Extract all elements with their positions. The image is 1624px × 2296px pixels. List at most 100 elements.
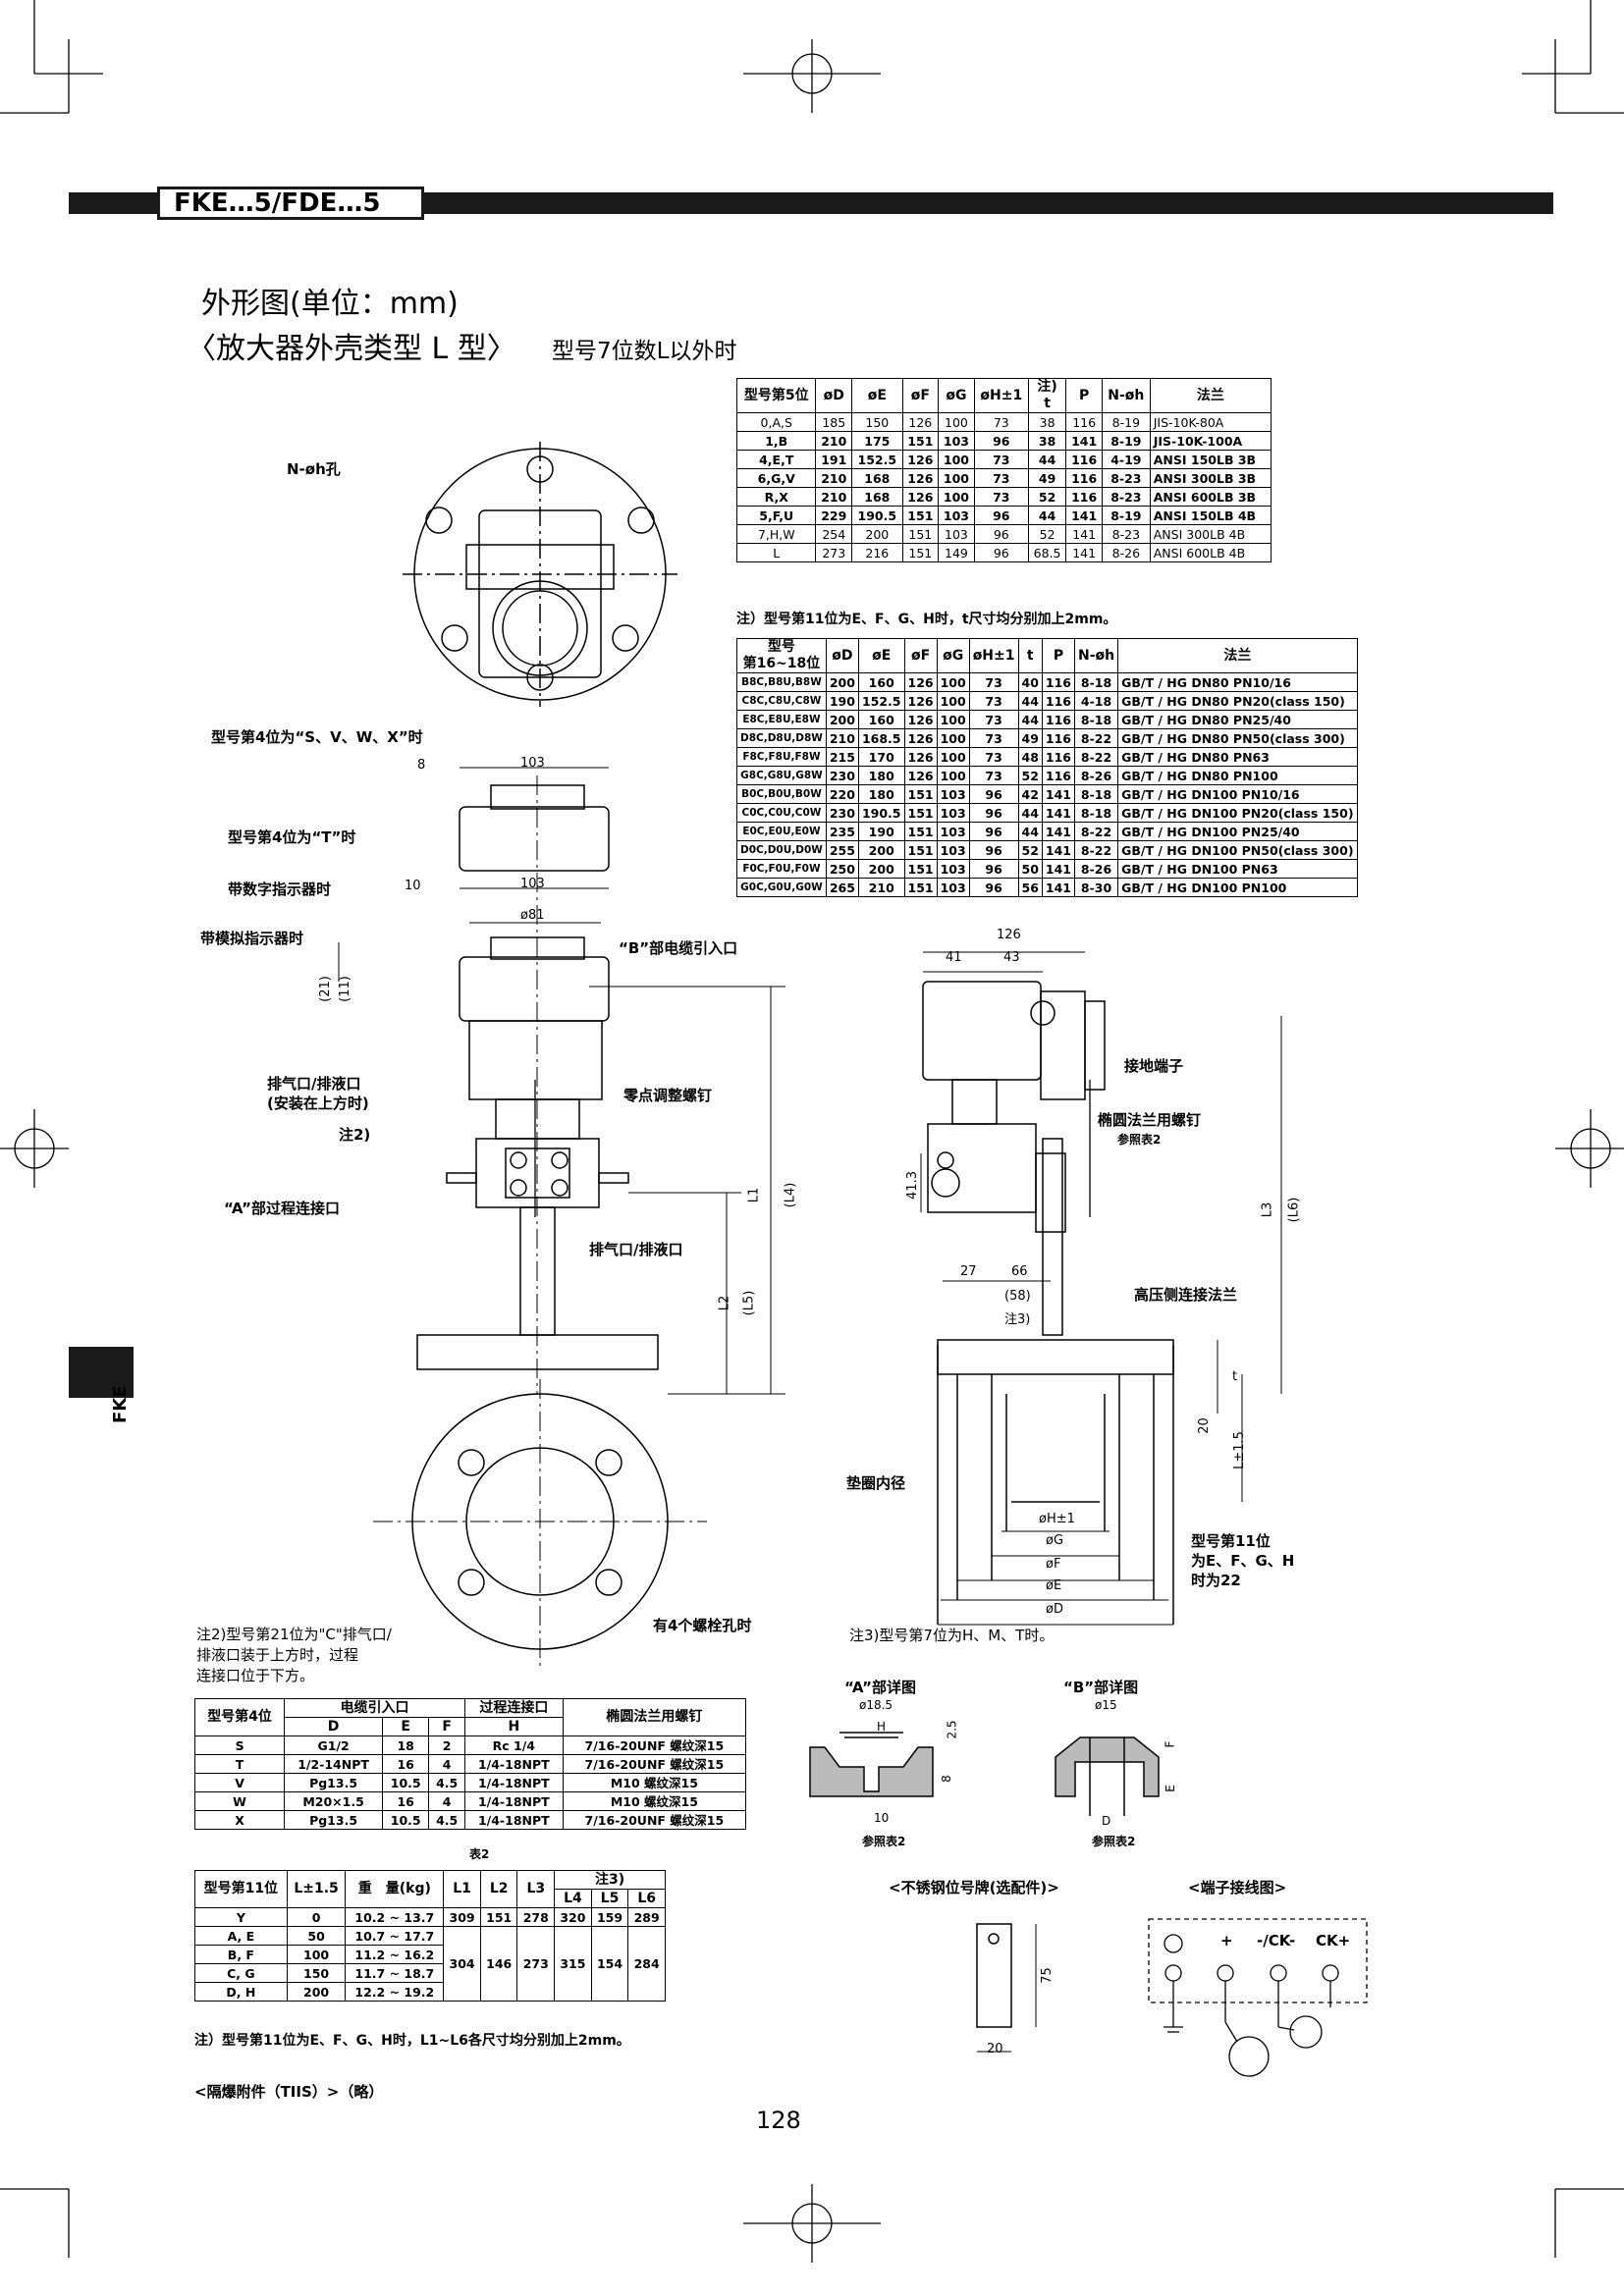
t4-cell: A, E — [194, 1926, 288, 1946]
oval-flange-label: 椭圆法兰用螺钉 — [1098, 1111, 1202, 1129]
vent-label-2: 排气口/排液口 — [589, 1241, 683, 1258]
t1-cell: 116 — [1065, 450, 1103, 469]
t2-cell: B0C,B0U,B0W — [736, 784, 827, 804]
ground-label: 接地端子 — [1124, 1057, 1184, 1075]
nh-hole-label: N-øh孔 — [287, 460, 341, 478]
t2-cell: 100 — [936, 766, 970, 785]
t1-cell: 8-23 — [1101, 524, 1151, 544]
t1-cell: 5,F,U — [735, 506, 817, 525]
t1-header: øH±1 — [973, 378, 1029, 413]
vent-label-1: 排气口/排液口 — [267, 1075, 361, 1093]
t2-cell: 265 — [825, 878, 859, 897]
t2-cell: 151 — [903, 840, 938, 860]
dim-126: 126 — [997, 928, 1021, 942]
t1-cell: 126 — [901, 468, 940, 488]
dim-bD: D — [1102, 1814, 1111, 1828]
dim-oH: øH±1 — [1039, 1512, 1075, 1526]
t1-cell: 44 — [1027, 450, 1067, 469]
t2-cell: 151 — [903, 878, 938, 897]
a-detail — [809, 1732, 934, 1797]
t3-cell: 1/4-18NPT — [463, 1773, 564, 1792]
t1-cell: 229 — [815, 506, 853, 525]
t1-cell: 52 — [1027, 524, 1067, 544]
t4-sub: L6 — [627, 1889, 666, 1908]
t1-cell: 8-23 — [1101, 468, 1151, 488]
t2-cell: 141 — [1041, 803, 1076, 823]
t2-cell: 141 — [1041, 784, 1076, 804]
t1-cell: 100 — [938, 450, 975, 469]
dim-a10: 10 — [874, 1811, 890, 1825]
front-dims — [338, 767, 785, 1395]
dim-t: t — [1232, 1369, 1238, 1384]
t1-header: 法兰 — [1149, 378, 1272, 413]
ref2-a: 参照表2 — [862, 1835, 906, 1848]
t2-cell: 126 — [903, 728, 938, 748]
t1-cell: 100 — [938, 412, 975, 432]
t1-cell: 126 — [901, 487, 940, 507]
b-port-label: “B”部电缆引入口 — [619, 939, 738, 957]
t1-cell: 100 — [938, 468, 975, 488]
t1-cell: 103 — [938, 524, 975, 544]
t1-cell: 141 — [1065, 543, 1103, 562]
term-plus: + — [1220, 1932, 1233, 1949]
t2-cell: 73 — [968, 691, 1019, 711]
ref2-label: 参照表2 — [1117, 1133, 1162, 1147]
t2-cell: 141 — [1041, 859, 1076, 879]
t3-cell: 18 — [381, 1735, 430, 1755]
s-vwx-label: 型号第4位为“S、V、W、X”时 — [211, 728, 423, 746]
dim-L2: L2 — [717, 1295, 732, 1311]
t1-cell: ANSI 300LB 3B — [1149, 468, 1272, 488]
dim-81: ø81 — [520, 908, 545, 923]
t2-cell: GB/T / HG DN100 PN50(class 300) — [1117, 840, 1358, 860]
front-view — [373, 775, 707, 1669]
wiring-title: <端子接线图> — [1188, 1879, 1287, 1896]
t3-cell: Rc 1/4 — [463, 1735, 564, 1755]
t2-cell: 141 — [1041, 878, 1076, 897]
t2-cell: 126 — [903, 766, 938, 785]
t4-cell: 10.7 ~ 17.7 — [345, 1926, 445, 1946]
t2-header: øF — [903, 638, 938, 673]
t2-cell: 141 — [1041, 840, 1076, 860]
t4-header: 注3) — [554, 1870, 666, 1890]
page-number: 128 — [756, 2107, 801, 2134]
t2-cell: C0C,C0U,C0W — [736, 803, 827, 823]
t2-cell: 44 — [1017, 822, 1043, 841]
t1-cell: 116 — [1065, 487, 1103, 507]
dim-L5: (L5) — [741, 1290, 757, 1316]
term-ck-minus: -/CK- — [1257, 1932, 1296, 1949]
dim-note3: 注3) — [1004, 1312, 1031, 1327]
t1-cell: 210 — [815, 468, 853, 488]
t1-cell: R,X — [735, 487, 817, 507]
t3-h3: 过程连接口 — [463, 1698, 564, 1718]
t1-cell: ANSI 150LB 4B — [1149, 506, 1272, 525]
t2-cell: 8-18 — [1073, 803, 1119, 823]
t2-header: t — [1017, 638, 1043, 673]
t2-cell: 190 — [857, 822, 905, 841]
t4-dim: 309 — [443, 1907, 481, 1927]
ref2-b: 参照表2 — [1092, 1835, 1136, 1848]
t4-cell: 10.2 ~ 13.7 — [345, 1907, 445, 1927]
dim-41-3: 41.3 — [904, 1171, 920, 1200]
t2-cell: F8C,F8U,F8W — [736, 747, 827, 767]
t4-dim: 146 — [479, 1926, 518, 2002]
outline-title: 外形图(单位：mm) — [201, 287, 459, 321]
dim-8: 8 — [417, 758, 426, 773]
t1-cell: 7,H,W — [735, 524, 817, 544]
t2-cell: 8-22 — [1073, 822, 1119, 841]
t3-cell: 7/16-20UNF 螺纹深15 — [562, 1754, 747, 1774]
table3-caption: 表2 — [469, 1847, 490, 1861]
t2-cell: GB/T / HG DN100 PN10/16 — [1117, 784, 1358, 804]
t2-cell: 126 — [903, 691, 938, 711]
t2-cell: 116 — [1041, 710, 1076, 729]
t1-cell: 141 — [1065, 524, 1103, 544]
t2-cell: 200 — [857, 840, 905, 860]
note-2: 注2)型号第21位为"C"排气口/ 排液口装于上方时，过程 连接口位于下方。 — [196, 1626, 392, 1684]
t4-cell: D, H — [194, 1982, 288, 2002]
t2-cell: 210 — [857, 878, 905, 897]
